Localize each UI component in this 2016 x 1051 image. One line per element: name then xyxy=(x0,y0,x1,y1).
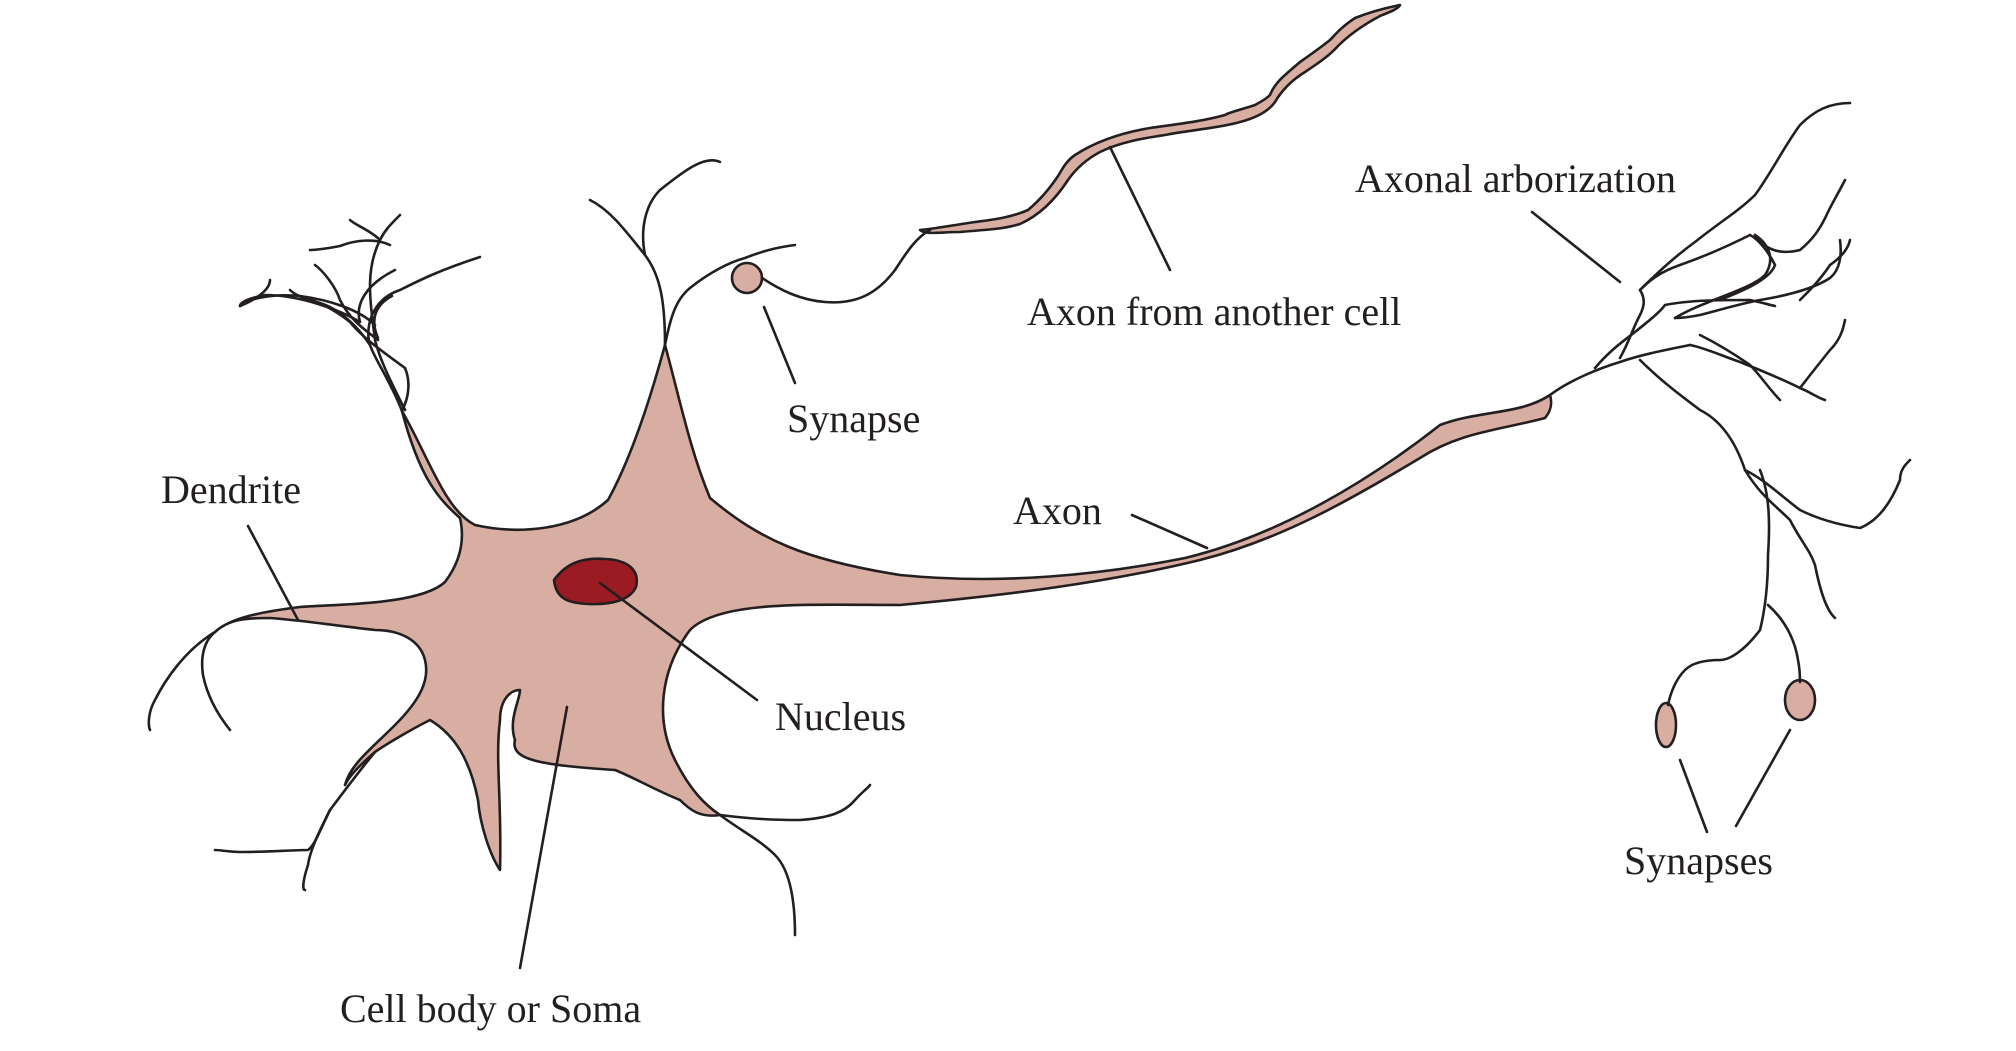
incoming-synapse-knob xyxy=(730,261,764,295)
synapses-label: Synapses xyxy=(1624,838,1773,883)
axonal-arborization-leader xyxy=(1530,210,1622,284)
axon-label: Axon xyxy=(1013,488,1102,533)
dendrite-label: Dendrite xyxy=(161,467,301,512)
cell-body-leader xyxy=(518,705,569,970)
axon-leader xyxy=(1130,513,1209,550)
terminal-synapse-left xyxy=(1654,701,1678,749)
terminal-synapse-right xyxy=(1783,678,1817,722)
axon-from-another-cell-label: Axon from another cell xyxy=(1027,289,1402,334)
axonal-arborization-label: Axonal arborization xyxy=(1355,156,1676,201)
synapses-leader-left xyxy=(1678,758,1709,834)
cell-body-label: Cell body or Soma xyxy=(340,986,642,1031)
nucleus-label: Nucleus xyxy=(775,694,907,739)
cell-body-shape xyxy=(213,343,1553,872)
leader-lines xyxy=(246,145,1792,970)
synapses-leader-right xyxy=(1734,728,1792,828)
dendrite-leader xyxy=(246,524,300,622)
axon-from-another-cell-leader xyxy=(1108,145,1172,272)
synapse-label: Synapse xyxy=(787,396,921,441)
nucleus-shape xyxy=(552,557,639,606)
incoming-axon-shape xyxy=(918,3,1402,235)
nucleus-leader xyxy=(598,581,759,702)
synapse-leader xyxy=(762,305,797,385)
